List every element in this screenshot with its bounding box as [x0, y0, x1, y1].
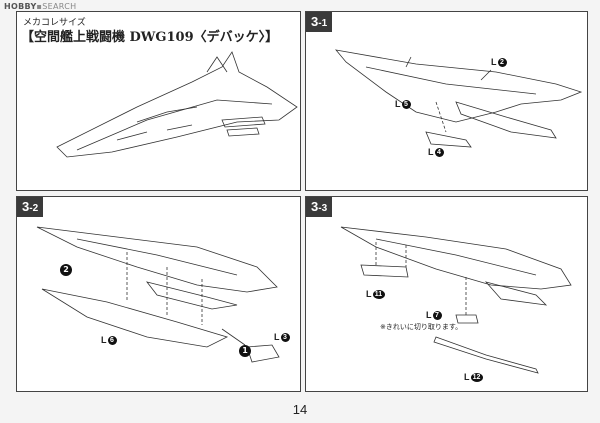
- page-title: 【空間艦上戦闘機 DWG109〈デバッケ〉】: [21, 30, 279, 45]
- step-number: 3: [311, 14, 319, 29]
- part-letter: L: [491, 57, 497, 67]
- step-number: 3: [22, 199, 30, 214]
- part-number: 5: [401, 100, 411, 110]
- watermark-rest: SEARCH: [42, 2, 77, 11]
- step-3-2-diagram: [36, 226, 280, 363]
- part-letter: L: [464, 372, 470, 382]
- hero-panel: メカコレサイズ 【空間艦上戦闘機 DWG109〈デバッケ〉】: [16, 11, 301, 191]
- step-substep: -1: [318, 18, 328, 29]
- part-number: 2: [497, 58, 507, 68]
- step-3-3-diagram: [340, 226, 572, 374]
- step-badge-3-3: 3-3: [306, 197, 333, 217]
- callout-2: 2: [60, 264, 72, 276]
- part-number: 6: [107, 336, 117, 346]
- step-number: 3: [311, 199, 319, 214]
- page-number: 14: [292, 402, 308, 417]
- part-letter: L: [274, 332, 280, 342]
- step-badge-3-1: 3-1: [306, 12, 333, 32]
- subtitle: メカコレサイズ: [23, 18, 86, 28]
- part-letter: L: [428, 147, 434, 157]
- part-letter: L: [426, 310, 432, 320]
- part-number: 12: [470, 373, 483, 383]
- part-number: 11: [372, 290, 385, 300]
- part-number: 7: [432, 311, 442, 321]
- step-substep: -2: [29, 203, 39, 214]
- fighter-illustration: [56, 51, 298, 158]
- step-substep: -3: [318, 203, 328, 214]
- part-letter: L: [395, 99, 401, 109]
- part-number: 3: [280, 333, 290, 343]
- step-3-1-diagram: [334, 49, 583, 148]
- callout-1: 1: [239, 345, 251, 357]
- part-letter: L: [101, 335, 107, 345]
- part-letter: L: [366, 289, 372, 299]
- watermark-brand: HOBBY: [4, 2, 37, 11]
- step-badge-3-2: 3-2: [17, 197, 44, 217]
- note-text: ※きれいに切り取ります。: [380, 323, 463, 331]
- watermark: HOBBY▪SEARCH: [4, 2, 77, 11]
- part-number: 4: [434, 148, 444, 158]
